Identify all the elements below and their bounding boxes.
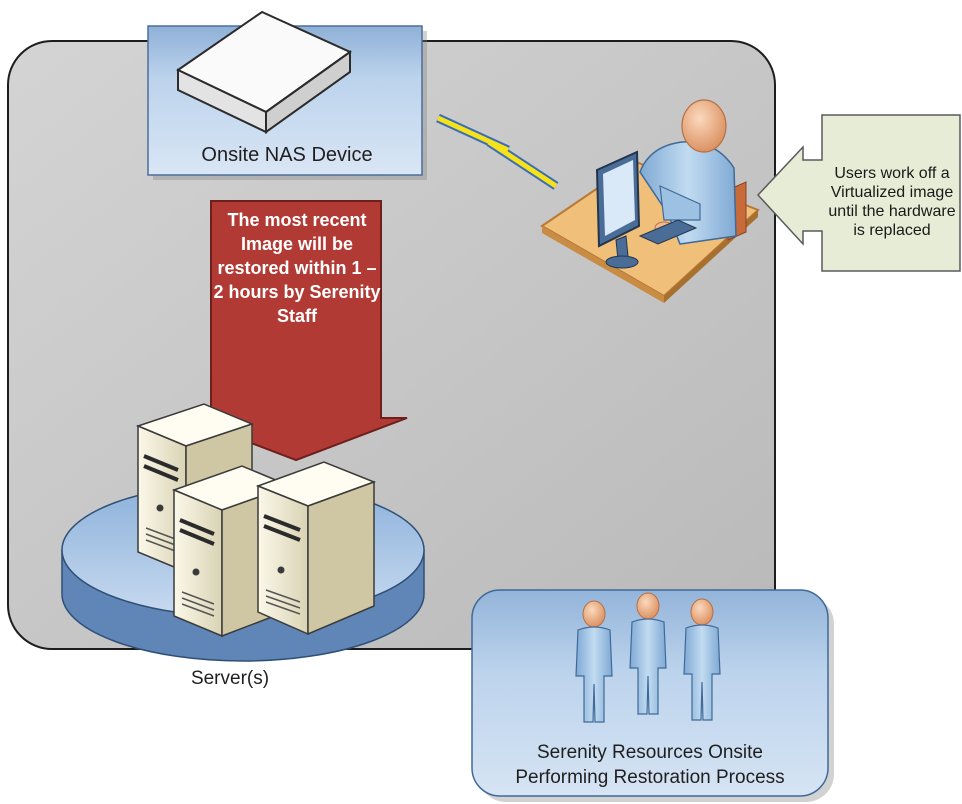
- lightning-bolt-icon: [436, 113, 559, 190]
- team-label-line2: Performing Restoration Process: [515, 767, 785, 788]
- team-label-line1: Serenity Resources Onsite: [537, 742, 763, 763]
- workstation-user-icon: [540, 99, 760, 303]
- callout-text: Users work off a Virtualized image until…: [828, 165, 956, 239]
- restore-arrow-text: The most recent Image will be restored w…: [213, 210, 381, 326]
- person-icon: [575, 600, 613, 723]
- nas-device-icon: [176, 10, 352, 134]
- servers-label: Server(s): [190, 668, 270, 689]
- person-icon: [683, 598, 721, 721]
- virtualization-callout: [756, 114, 961, 272]
- person-icon: [629, 592, 667, 715]
- server-tower-icon: [255, 461, 377, 636]
- team-label: Serenity Resources Onsite Performing Res…: [476, 740, 824, 790]
- nas-label: Onsite NAS Device: [201, 144, 373, 166]
